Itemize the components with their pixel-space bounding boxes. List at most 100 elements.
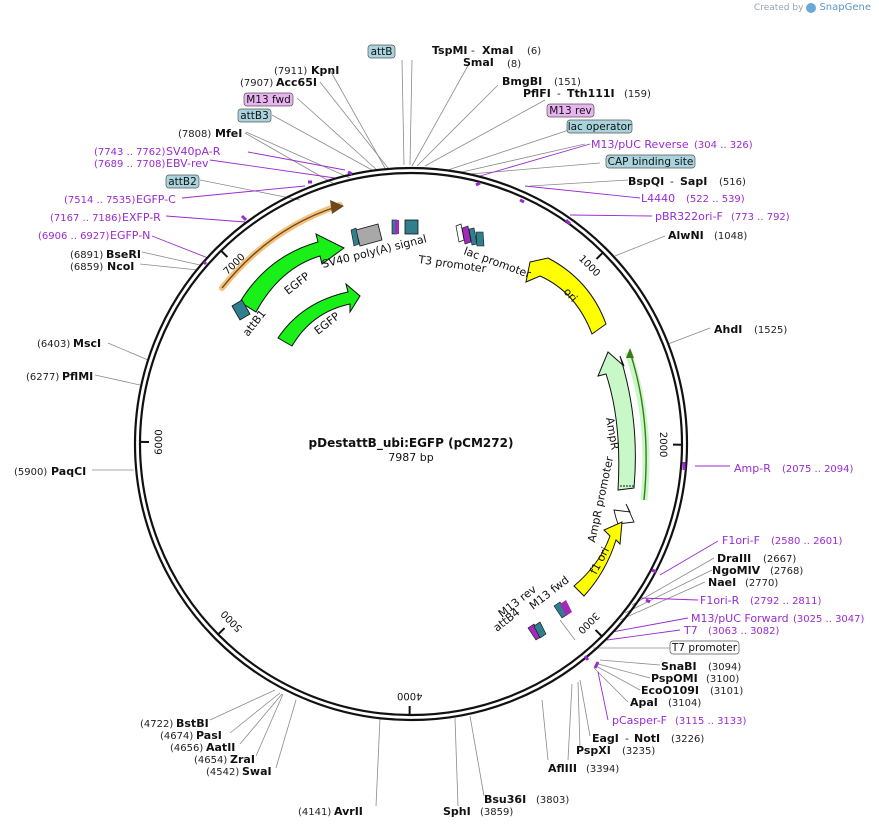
enzyme-labels: TspMI - XmaI (6) SmaI (8) BmgBI (151) Pf… bbox=[14, 44, 803, 818]
enzyme-smai-pos: (8) bbox=[507, 59, 521, 70]
enzyme-ecoo109i-pos: (3101) bbox=[710, 686, 743, 697]
ring-tick-label-2000: 2000 bbox=[657, 432, 668, 457]
enzyme-naei-pos: (2770) bbox=[745, 578, 778, 589]
box-attb2: attB2 bbox=[168, 176, 197, 188]
enzyme-zrai-pos: (4654) bbox=[194, 755, 227, 766]
enzyme-ngomiv-pos: (2768) bbox=[770, 566, 803, 577]
snapgene-credit: Created by SnapGene bbox=[754, 2, 871, 13]
primer-f1ori-r-pos: (2792 .. 2811) bbox=[750, 596, 822, 607]
enzyme-pasi-pos: (4674) bbox=[160, 731, 193, 742]
enzyme-tth111i-pos: (159) bbox=[624, 89, 651, 100]
attb4-block bbox=[533, 621, 547, 639]
enzyme-msci-pos: (6403) bbox=[37, 339, 70, 350]
ring-tick-label-6000: 6000 bbox=[154, 429, 165, 455]
credit-prefix: Created by bbox=[753, 2, 804, 13]
enzyme-draiii: DraIII bbox=[717, 552, 751, 565]
enzyme-tspmi: TspMI bbox=[432, 44, 468, 57]
f1ori-arrow bbox=[573, 521, 623, 597]
enzyme-snabi: SnaBI bbox=[661, 660, 697, 673]
enzyme-sphi: SphI bbox=[443, 805, 471, 818]
box-m13-rev: M13 rev bbox=[549, 105, 592, 117]
primer-ebv-rev-pos: (7689 .. 7708) bbox=[94, 159, 166, 170]
primer-pbr322ori-f: pBR322ori-F bbox=[655, 210, 723, 223]
ampr-arrow bbox=[597, 351, 636, 491]
enzyme-apai-pos: (3104) bbox=[668, 698, 701, 709]
primer-exfp-r: EXFP-R bbox=[122, 211, 161, 224]
enzyme-bsu36i: Bsu36I bbox=[484, 793, 526, 806]
enzyme-avrii-pos: (4141) bbox=[298, 807, 331, 818]
enzyme-ahdi: AhdI bbox=[714, 323, 742, 336]
enzyme-tth111i: Tth111I bbox=[567, 87, 615, 100]
egfp-arrow-2 bbox=[277, 282, 361, 347]
enzyme-snabi-pos: (3094) bbox=[708, 662, 741, 673]
enzyme-bmgbi: BmgBI bbox=[502, 75, 542, 88]
enzyme-pspomi: PspOMI bbox=[651, 672, 698, 685]
primer-t7-pos: (3063 .. 3082) bbox=[708, 626, 780, 637]
primer-m13-puc-reverse: M13/pUC Reverse bbox=[591, 138, 689, 151]
primer-egfp-n-pos: (6906 .. 6927) bbox=[38, 231, 110, 242]
attb1-block bbox=[231, 299, 251, 321]
primer-marks bbox=[202, 170, 686, 669]
primer-l4440: L4440 bbox=[641, 192, 675, 205]
enzyme-bmgbi-pos: (151) bbox=[554, 77, 581, 88]
enzyme-bsu36i-pos: (3803) bbox=[536, 795, 569, 806]
primer-m13-puc-forward: M13/pUC Forward bbox=[691, 612, 789, 625]
enzyme-avrii: AvrII bbox=[334, 805, 363, 818]
orange-arc-line bbox=[221, 206, 337, 289]
enzyme-paqci-pos: (5900) bbox=[14, 467, 47, 478]
enzyme-alwni: AlwNI bbox=[668, 229, 704, 242]
primer-sv40pa-r-pos: (7743 .. 7762) bbox=[94, 147, 166, 158]
enzyme-pflmi-pos: (6277) bbox=[26, 372, 59, 383]
primer-ebv-rev: EBV-rev bbox=[166, 157, 209, 170]
orange-arc-head-icon bbox=[330, 200, 344, 214]
enzyme-aatii: AatII bbox=[206, 741, 235, 754]
enzyme-acc65i-pos: (7907) bbox=[240, 78, 273, 89]
primer-labels: M13/pUC Reverse (304 .. 326) L4440 (522 … bbox=[38, 138, 865, 727]
enzyme-swai-pos: (4542) bbox=[206, 767, 239, 778]
enzyme-mfei: MfeI bbox=[215, 127, 242, 140]
enzyme-tspmi-pos: (6) bbox=[527, 46, 541, 57]
ori-arrow bbox=[525, 257, 607, 335]
ring-tick-3000 bbox=[594, 629, 604, 638]
primer-leaders bbox=[151, 143, 730, 721]
enzyme-bspqi: BspQI bbox=[628, 175, 664, 188]
enzyme-acc65i: Acc65I bbox=[276, 76, 317, 89]
plasmid-length: 7987 bp bbox=[388, 451, 433, 464]
enzyme-ecoo109i: EcoO109I bbox=[641, 684, 699, 697]
m13-rev-block bbox=[461, 225, 472, 245]
enzyme-pspxi: PspXI bbox=[576, 744, 611, 757]
enzyme-sphi-pos: (3859) bbox=[480, 807, 513, 818]
primer-sv40pa-r: SV40pA-R bbox=[166, 145, 221, 158]
box-labels: attB M13 fwd attB3 M13 rev lac operator … bbox=[165, 44, 740, 655]
enzyme-sapi: SapI bbox=[680, 175, 707, 188]
plasmid-title: pDestattB_ubi:EGFP (pCM272) bbox=[309, 436, 514, 451]
box-m13-fwd: M13 fwd bbox=[246, 94, 291, 106]
enzyme-pspomi-pos: (3100) bbox=[706, 674, 739, 685]
m13-fwd-purple bbox=[560, 600, 572, 616]
snapgene-logo-icon bbox=[806, 2, 817, 13]
box-t7-promoter: T7 promoter bbox=[671, 642, 738, 654]
enzyme-bstbi-pos: (4722) bbox=[140, 719, 173, 730]
feature-label-ampr: AmpR bbox=[603, 416, 622, 451]
dark-green-head-icon bbox=[626, 348, 634, 358]
ring-tick-7000 bbox=[219, 249, 229, 258]
primer-m13-puc-reverse-pos: (304 .. 326) bbox=[694, 140, 753, 151]
primer-exfp-r-pos: (7167 .. 7186) bbox=[50, 213, 122, 224]
outer-ring bbox=[133, 166, 689, 722]
enzyme-pasi: PasI bbox=[196, 729, 222, 742]
primer-f1ori-f: F1ori-F bbox=[722, 534, 760, 547]
primer-pbr322ori-f-pos: (773 .. 792) bbox=[731, 212, 790, 223]
ampr-promoter-arrow bbox=[613, 503, 635, 525]
enzyme-afliii-pos: (3394) bbox=[586, 764, 619, 775]
ring-tick-label-4000: 4000 bbox=[397, 690, 423, 701]
enzyme-paqci: PaqCI bbox=[51, 465, 86, 478]
enzyme-noti: NotI bbox=[634, 732, 660, 745]
primer-egfp-n: EGFP-N bbox=[110, 229, 150, 242]
enzyme-afliii: AflIII bbox=[548, 762, 577, 775]
primer-pcasper-f-pos: (3115 .. 3133) bbox=[675, 716, 747, 727]
enzyme-apai: ApaI bbox=[630, 696, 658, 709]
enzyme-bstbi: BstBI bbox=[176, 717, 209, 730]
enzyme-kpni: KpnI bbox=[311, 64, 339, 77]
ring-tick-1000 bbox=[595, 251, 605, 260]
